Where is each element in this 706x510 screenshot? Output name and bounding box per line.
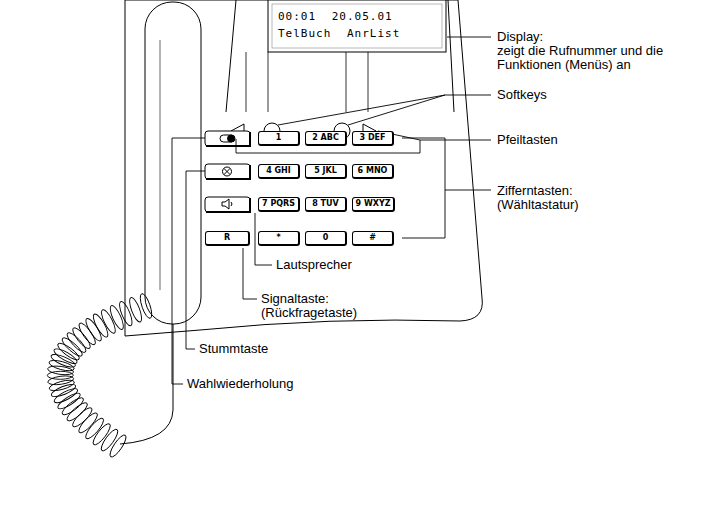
- key-label: R: [224, 233, 230, 243]
- redial-icon: [220, 135, 235, 142]
- redial-key: [205, 131, 250, 146]
- dial-key: 8 TUV: [305, 197, 347, 212]
- dial-key: R: [205, 231, 250, 246]
- display-bezel: [226, 0, 454, 112]
- dial-key: 3 DEF: [352, 131, 394, 146]
- key-label: 1: [276, 133, 282, 143]
- mute-key: [205, 164, 250, 179]
- callout-label: Zifferntasten:: [497, 184, 573, 198]
- dial-key: 1: [258, 131, 300, 146]
- key-label: 5 JKL: [314, 166, 337, 176]
- bracket: [402, 138, 491, 238]
- speaker-key: [205, 197, 250, 212]
- callout-label: Signaltaste:: [261, 292, 329, 306]
- callout-description: (Wähltastatur): [497, 198, 579, 212]
- dial-key: *: [258, 231, 300, 246]
- handset: [145, 2, 201, 324]
- speaker-icon: [222, 199, 232, 209]
- display-text: 00:01 20.05.01: [278, 10, 393, 23]
- display-frame: [268, 0, 446, 52]
- callout-label: Wahlwiederholung: [187, 377, 293, 391]
- cord-coil: [127, 296, 144, 323]
- callout-label: Display:: [497, 30, 543, 44]
- handset-cord: [120, 324, 173, 444]
- key-shadow: [206, 198, 250, 212]
- mute-icon: [224, 169, 230, 175]
- leader-lines: [172, 37, 491, 384]
- dial-key: 9 WXYZ: [352, 197, 395, 212]
- callout-label: Pfeiltasten: [497, 133, 558, 147]
- dial-key: 6 MNO: [352, 164, 394, 179]
- mute-icon: [223, 167, 232, 176]
- callout-description: zeigt die Rufnummer und die Funktionen (…: [497, 44, 702, 72]
- cord-coil: [65, 330, 89, 354]
- leader-line: [278, 95, 491, 125]
- cord-coil: [138, 292, 154, 319]
- key-label: *: [276, 233, 280, 243]
- cord-coil: [53, 386, 80, 405]
- cord-coil: [70, 326, 93, 351]
- display-text: TelBuch AnrList: [278, 27, 400, 40]
- cord-coil: [48, 358, 75, 373]
- key-label: 9 WXYZ: [356, 199, 391, 209]
- key-shadow: [206, 132, 250, 146]
- key-label: #: [369, 233, 376, 243]
- leader-line: [236, 131, 491, 153]
- key-label: 4 GHI: [266, 166, 291, 176]
- display-window: [272, 4, 442, 48]
- cord-coil: [99, 308, 118, 335]
- callout-description: (Rückfragetaste): [261, 306, 357, 320]
- leader-line: [243, 248, 257, 299]
- display: 00:01 20.05.01TelBuch AnrList: [272, 4, 442, 48]
- cord-coil: [60, 335, 85, 358]
- key-label: 7 PQRS: [262, 199, 295, 209]
- dial-key: #: [352, 231, 394, 246]
- key-label: 2 ABC: [312, 133, 339, 143]
- dial-key: 5 JKL: [305, 164, 347, 179]
- dial-key: 4 GHI: [258, 164, 300, 179]
- cord-coil: [47, 365, 74, 376]
- callout-label: Stummtaste: [199, 342, 268, 356]
- softkey-guides: [246, 52, 368, 112]
- key-label: 3 DEF: [360, 133, 386, 143]
- callout-label: Softkeys: [497, 88, 547, 102]
- cord-coil: [56, 391, 82, 412]
- redial-icon: [228, 135, 235, 142]
- phone-body: [125, 0, 482, 336]
- callout-label: Lautsprecher: [276, 258, 352, 272]
- key-label: 0: [323, 233, 329, 243]
- key-label: 6 MNO: [358, 166, 388, 176]
- cord-coil: [60, 395, 86, 417]
- cord-coil: [107, 433, 128, 459]
- cord-coil: [76, 321, 98, 347]
- dial-key: 0: [305, 231, 347, 246]
- cord-coil: [47, 371, 73, 379]
- handset-edge: [160, 40, 161, 290]
- dial-key: 2 ABC: [305, 131, 347, 146]
- key-label: 8 TUV: [312, 199, 339, 209]
- leader-line: [447, 37, 491, 38]
- key-shadow: [206, 165, 250, 179]
- leader-line: [186, 171, 205, 349]
- dial-key: 7 PQRS: [258, 197, 300, 212]
